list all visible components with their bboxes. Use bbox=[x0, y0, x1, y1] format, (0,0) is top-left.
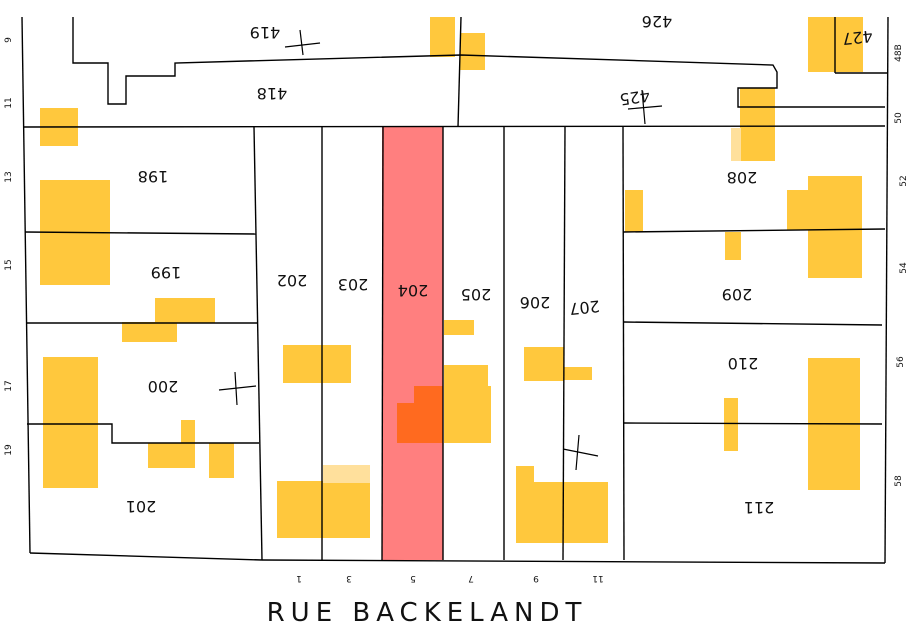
parcel-boundary bbox=[623, 321, 883, 326]
parcel-label-419: 419 bbox=[250, 23, 281, 42]
building bbox=[95, 205, 110, 285]
parcel-boundary bbox=[27, 423, 259, 444]
building bbox=[808, 176, 862, 278]
building bbox=[277, 481, 370, 538]
building bbox=[625, 190, 643, 232]
cross-mark bbox=[627, 105, 663, 110]
cross-mark bbox=[284, 42, 321, 48]
parcel-labels: 419 426 427 418 425 198 199 200 201 202 … bbox=[126, 12, 874, 517]
building bbox=[564, 367, 592, 380]
cross-mark bbox=[641, 89, 646, 125]
parcel-label-203: 203 bbox=[338, 275, 369, 294]
house-number: 19 bbox=[4, 444, 14, 456]
building bbox=[740, 88, 775, 161]
cross-mark bbox=[299, 29, 304, 56]
house-number: 48B bbox=[894, 44, 904, 62]
building bbox=[460, 33, 485, 70]
building bbox=[122, 322, 177, 342]
house-number: 52 bbox=[899, 175, 909, 186]
house-number: 58 bbox=[894, 475, 904, 487]
parcel-label-204[interactable]: 204 bbox=[398, 281, 429, 300]
house-number: 13 bbox=[4, 171, 14, 182]
house-number: 9 bbox=[4, 37, 14, 43]
parcel-boundary bbox=[253, 126, 263, 561]
parcel-boundary bbox=[562, 126, 566, 561]
street-name: RUE BACKELANDT bbox=[267, 598, 588, 627]
house-number: 9 bbox=[533, 573, 539, 583]
house-number: 54 bbox=[899, 262, 909, 274]
selected-parcel-204[interactable] bbox=[382, 127, 443, 560]
street-line bbox=[261, 559, 886, 564]
building bbox=[444, 365, 488, 443]
building-annex bbox=[731, 128, 741, 161]
building bbox=[283, 345, 351, 383]
parcel-label-206: 206 bbox=[520, 293, 551, 312]
parcel-label-425: 425 bbox=[618, 86, 651, 109]
building bbox=[209, 443, 234, 478]
parcel-label-427: 427 bbox=[841, 26, 873, 48]
cross-mark bbox=[234, 371, 238, 406]
left-frontage bbox=[21, 16, 31, 554]
house-number: 15 bbox=[4, 259, 14, 270]
building bbox=[516, 466, 534, 543]
house-numbers-street: 1 3 5 7 9 11 bbox=[296, 573, 604, 583]
house-numbers-left: 9 11 13 15 17 19 bbox=[4, 37, 14, 456]
building bbox=[725, 232, 741, 260]
building bbox=[181, 420, 195, 445]
parcel-label-207: 207 bbox=[568, 296, 600, 318]
house-number: 17 bbox=[4, 380, 14, 391]
back-line bbox=[23, 125, 886, 128]
parcel-boundary bbox=[622, 126, 625, 561]
parcel-label-209: 209 bbox=[722, 285, 753, 304]
parcel-boundary bbox=[623, 422, 883, 425]
house-number: 50 bbox=[894, 112, 904, 124]
parcel-boundaries bbox=[21, 16, 889, 564]
parcel-label-201: 201 bbox=[126, 497, 157, 516]
building bbox=[148, 443, 195, 468]
house-number: 5 bbox=[410, 573, 416, 583]
building bbox=[155, 298, 215, 323]
house-number: 1 bbox=[296, 573, 302, 583]
parcel-label-210: 210 bbox=[728, 354, 759, 373]
parcel-label-426: 426 bbox=[642, 12, 673, 31]
cross-mark bbox=[562, 448, 599, 457]
parcel-boundary bbox=[457, 16, 462, 128]
parcel-label-205: 205 bbox=[461, 285, 492, 304]
building bbox=[524, 347, 564, 381]
building bbox=[488, 386, 491, 443]
parcel-418-outline bbox=[72, 17, 885, 108]
house-number: 56 bbox=[896, 356, 906, 368]
cross-mark bbox=[218, 385, 257, 391]
house-number: 7 bbox=[468, 573, 474, 583]
house-number: 11 bbox=[592, 573, 603, 583]
parcel-label-199: 199 bbox=[151, 263, 182, 282]
parcel-label-211: 211 bbox=[744, 498, 775, 517]
parcel-label-198: 198 bbox=[138, 167, 169, 186]
cross-mark bbox=[575, 434, 580, 471]
building-annex bbox=[323, 465, 370, 483]
parcel-label-202: 202 bbox=[277, 271, 308, 290]
building bbox=[534, 482, 608, 543]
building bbox=[444, 320, 474, 335]
house-numbers-right: 48B 50 52 54 56 58 bbox=[894, 44, 909, 487]
street-line bbox=[29, 552, 263, 561]
parcel-label-200: 200 bbox=[148, 377, 179, 396]
selected-building bbox=[397, 386, 443, 443]
building bbox=[430, 17, 455, 57]
house-number: 11 bbox=[4, 97, 14, 108]
right-frontage bbox=[884, 16, 889, 564]
building bbox=[43, 357, 98, 488]
house-number: 3 bbox=[346, 573, 352, 583]
boundary-markers bbox=[218, 29, 663, 471]
parcel-label-418: 418 bbox=[257, 84, 288, 103]
parcel-boundary bbox=[381, 126, 384, 561]
building bbox=[724, 398, 738, 451]
parcel-boundary bbox=[622, 228, 886, 233]
parcel-boundary bbox=[24, 231, 257, 235]
parcel-label-208: 208 bbox=[727, 168, 758, 187]
